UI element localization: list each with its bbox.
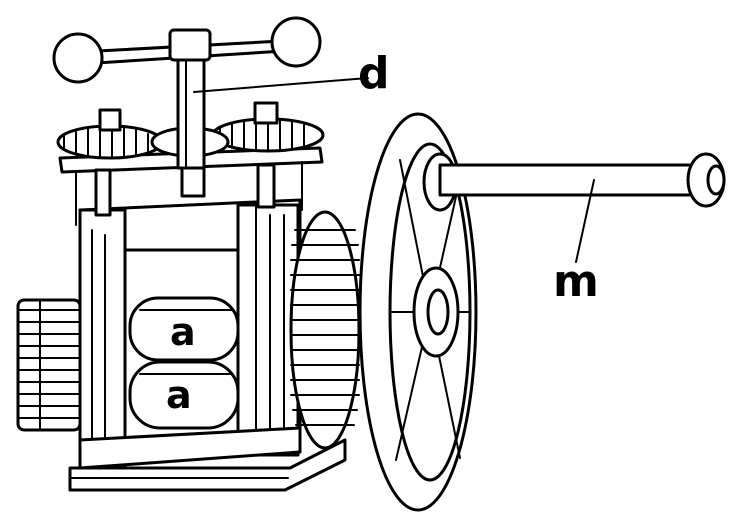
right-worm-gear: [211, 101, 325, 153]
leader-m: [575, 179, 595, 263]
handwheel: [358, 112, 478, 512]
left-gear: [16, 298, 82, 432]
lower-roller: [128, 360, 240, 430]
base-plate: [68, 438, 347, 492]
crank-handle: [422, 152, 726, 212]
leader-d: [193, 77, 369, 93]
screw-handle: [52, 16, 322, 170]
upper-roller: [128, 296, 240, 362]
roller-label-lower: a: [166, 373, 192, 417]
label-d: d: [358, 48, 390, 99]
side-gear: [289, 210, 361, 450]
label-m: m: [553, 256, 599, 307]
left-worm-gear: [56, 108, 164, 160]
roller-label-upper: a: [170, 310, 196, 354]
